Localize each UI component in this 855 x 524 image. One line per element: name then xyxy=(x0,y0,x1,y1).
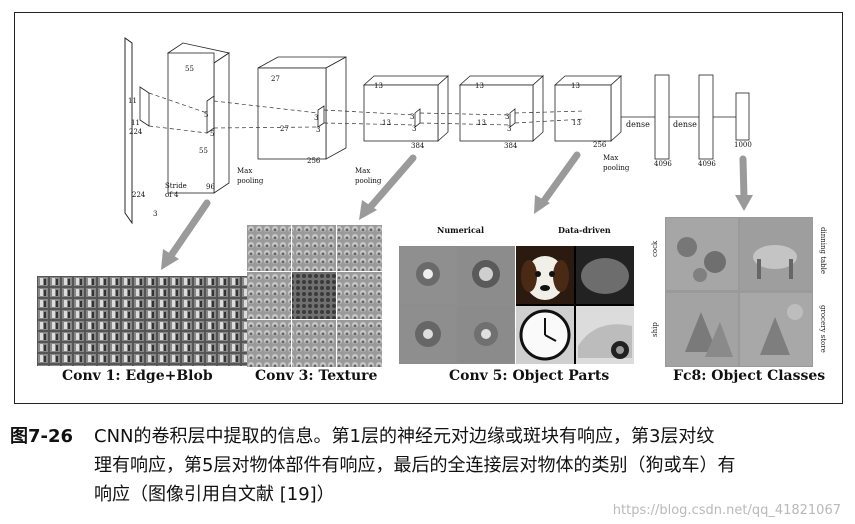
conv5-panel-caption: Conv 5: Object Parts xyxy=(449,368,610,384)
grocery-store-label: grocery store xyxy=(819,305,827,353)
conv5-data-driven-grid xyxy=(516,246,634,364)
figure-caption: 图7-26 CNN的卷积层中提取的信息。第1层的神经元对边缘或斑块有响应，第3层对… xyxy=(10,422,850,509)
fc8-right-labels: dinning table grocery store xyxy=(819,227,827,353)
conv2-d-label: 256 xyxy=(307,157,321,165)
conv1-volume xyxy=(166,42,231,194)
numerical-label: Numerical xyxy=(437,225,485,235)
conv4-w-label: 13 xyxy=(477,119,486,127)
conv3-panel-caption: Conv 3: Texture xyxy=(255,368,378,384)
input-volume xyxy=(124,37,150,225)
conv2-w-label: 27 xyxy=(280,125,289,133)
conv3-w-label: 13 xyxy=(382,119,391,127)
stride-label2: of 4 xyxy=(165,191,179,199)
arrow-conv1 xyxy=(164,199,211,264)
conv3-k1-label: 3 xyxy=(410,113,414,121)
conv5-d-label: 256 xyxy=(593,141,607,149)
conv1-k1-label: 5 xyxy=(204,111,208,119)
conv3-texture-grid xyxy=(247,225,382,367)
input-kernel-label: 11 xyxy=(128,97,137,105)
pool2-label2: pooling xyxy=(355,177,382,185)
caption-line-1: 图7-26 CNN的卷积层中提取的信息。第1层的神经元对边缘或斑块有响应，第3层对… xyxy=(10,422,850,451)
conv4-d-label: 384 xyxy=(504,142,518,150)
pool1-label2: pooling xyxy=(237,177,264,185)
stride-label: Stride xyxy=(165,182,187,190)
figure-frame: 11 11 224 224 3 Stride of 4 55 55 96 5 5… xyxy=(14,12,843,404)
conv1-d-label: 96 xyxy=(206,183,215,191)
conv1-filter-grid xyxy=(37,276,247,366)
conv5-h-label: 13 xyxy=(571,82,580,90)
input-width-label: 224 xyxy=(129,128,143,136)
arrow-fc8 xyxy=(739,155,748,202)
conv5-volume xyxy=(553,75,623,142)
conv2-h-label: 27 xyxy=(271,75,280,83)
cock-label: cock xyxy=(651,240,659,257)
input-height-label: 224 xyxy=(132,191,146,199)
conv5-w-label: 13 xyxy=(572,119,581,127)
pool3-label2: pooling xyxy=(603,164,630,172)
fc2-size-label: 4096 xyxy=(698,160,716,168)
input-depth-label: 3 xyxy=(153,210,157,218)
conv2-k1-label: 3 xyxy=(314,114,318,122)
ship-label: ship xyxy=(651,322,659,337)
pool2-label: Max xyxy=(355,167,370,175)
conv3-d-label: 384 xyxy=(411,142,425,150)
conv1-w-label: 55 xyxy=(199,147,208,155)
fc1-bar xyxy=(654,74,670,160)
conv4-k2-label: 3 xyxy=(507,125,511,133)
conv2-k2-label: 3 xyxy=(316,126,320,134)
pool1-label: Max xyxy=(237,167,252,175)
caption-text-1: CNN的卷积层中提取的信息。第1层的神经元对边缘或斑块有响应，第3层对纹 xyxy=(94,426,715,447)
dining-table-label: dinning table xyxy=(819,227,827,274)
conv4-h-label: 13 xyxy=(475,82,484,90)
conv2-volume xyxy=(257,56,347,160)
figure-number: 图7-26 xyxy=(10,426,74,447)
conv4-k1-label: 3 xyxy=(505,113,509,121)
fc8-left-labels: cock ship xyxy=(651,240,659,337)
conv1-k2-label: 5 xyxy=(210,130,214,138)
caption-line-3: 响应（图像引用自文献 [19]） xyxy=(94,484,335,505)
watermark-text: https://blog.csdn.net/qq_41821067 xyxy=(612,503,841,518)
dense-label-2: dense xyxy=(673,120,697,129)
caption-line-2: 理有响应，第5层对物体部件有响应，最后的全连接层对物体的类别（狗或车）有 xyxy=(94,455,736,476)
data-driven-label: Data-driven xyxy=(558,225,611,235)
input-kernel-label2: 11 xyxy=(131,119,140,127)
conv4-volume xyxy=(458,75,545,142)
conv3-h-label: 13 xyxy=(374,82,383,90)
conv3-k2-label: 3 xyxy=(412,125,416,133)
arrow-conv3 xyxy=(363,154,417,215)
dense-label-1: dense xyxy=(626,120,650,129)
fc1-size-label: 4096 xyxy=(654,160,672,168)
pool3-label: Max xyxy=(603,154,618,162)
fc3-size-label: 1000 xyxy=(734,141,752,149)
alexnet-diagram: 11 11 224 224 3 Stride of 4 55 55 96 5 5… xyxy=(124,37,753,270)
fc2-bar xyxy=(698,74,714,160)
conv5-numerical-grid xyxy=(399,246,515,364)
arrow-conv5 xyxy=(537,151,581,209)
fc3-bar xyxy=(735,92,750,141)
fc8-panel-caption: Fc8: Object Classes xyxy=(673,368,826,384)
conv1-h-label: 55 xyxy=(185,65,194,73)
conv1-panel-caption: Conv 1: Edge+Blob xyxy=(62,368,213,384)
fc8-class-grid xyxy=(665,217,813,367)
